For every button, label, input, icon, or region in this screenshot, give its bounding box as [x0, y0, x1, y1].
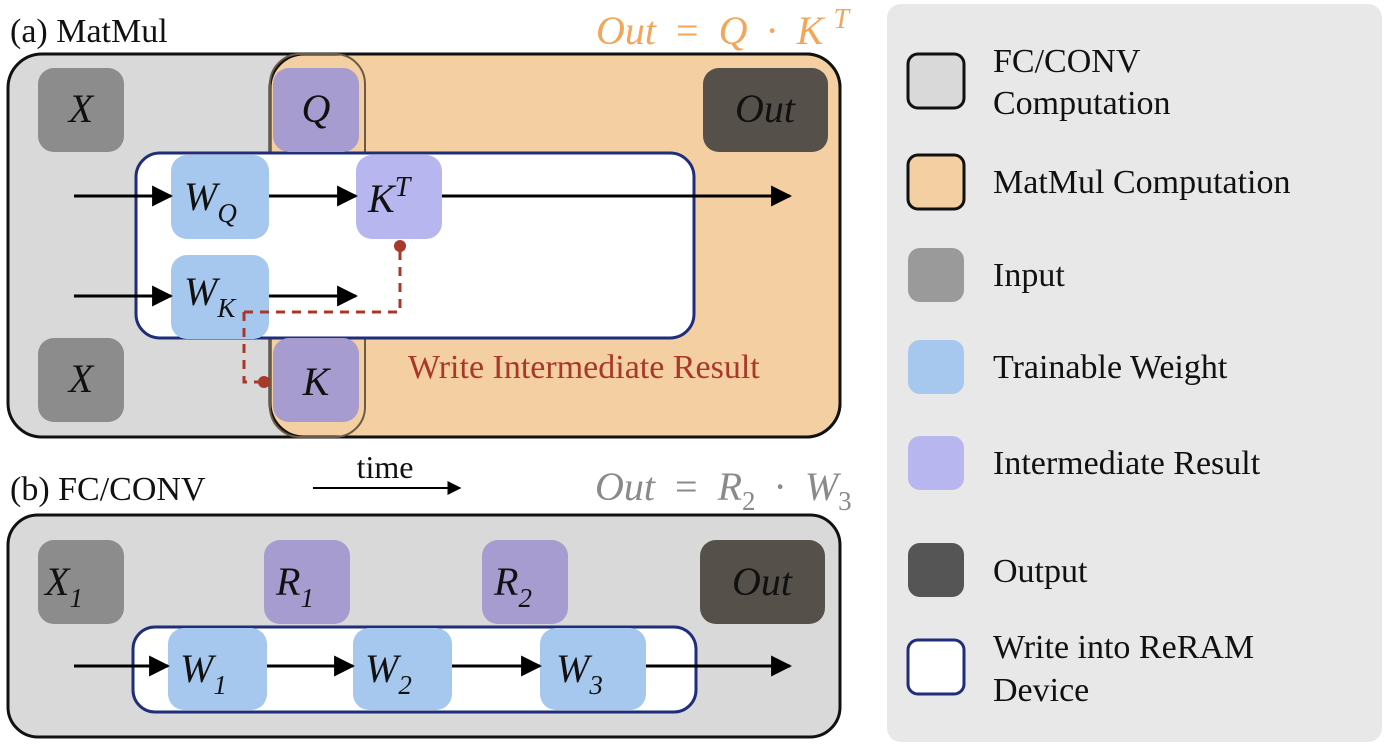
weight-w3-base: W	[556, 646, 593, 691]
intermediate-kt-sup: T	[395, 172, 413, 203]
panel-b-formula: Out = R2 · W3	[595, 464, 852, 519]
output-node-b	[700, 540, 825, 624]
weight-wk-base: W	[184, 269, 221, 314]
panel-a-formula: Out = Q · K T	[596, 4, 851, 53]
weight-w1	[168, 628, 267, 710]
legend-label-intermediate: Intermediate Result	[993, 445, 1261, 482]
formula-b-r-sub: 2	[742, 486, 756, 516]
formula-a-q: Q	[719, 8, 748, 53]
write-dot-kt	[394, 240, 406, 252]
legend-swatch-fc	[906, 52, 966, 110]
legend-swatch-reram	[906, 638, 966, 696]
formula-b-dot: ·	[774, 464, 787, 509]
reram-box-a	[134, 151, 696, 340]
legend-swatch-output	[908, 543, 964, 597]
legend-label-weight: Trainable Weight	[993, 349, 1228, 386]
legend-swatch-weight	[908, 340, 964, 394]
legend-panel	[887, 4, 1382, 742]
weight-wk-label: WK	[184, 269, 237, 323]
legend-label-reram-line2: Device	[993, 672, 1089, 709]
formula-b-r: R	[717, 464, 742, 509]
q-node-label: Q	[302, 86, 331, 131]
legend-label-input: Input	[993, 257, 1065, 294]
weight-w2-label: W2	[365, 646, 412, 700]
formula-b-w: W	[805, 464, 842, 509]
legend-label-reram-line1: Write into ReRAM	[993, 629, 1254, 666]
write-dot-k	[258, 376, 270, 388]
k-node	[273, 338, 359, 422]
weight-wq-base: W	[184, 174, 221, 219]
weight-wk-sub: K	[216, 293, 237, 323]
time-label: time	[357, 449, 414, 485]
intermediate-r2-label: R2	[493, 559, 532, 613]
write-path-kt	[244, 246, 402, 314]
weight-w1-label: W1	[180, 646, 227, 700]
weight-w3-label: W3	[556, 646, 603, 700]
write-path-k	[242, 312, 264, 384]
weight-w1-base: W	[180, 646, 217, 691]
k-node-label: K	[302, 359, 332, 404]
weight-w3	[540, 628, 646, 710]
input-x1	[38, 540, 124, 624]
legend-label-output: Output	[993, 553, 1088, 590]
input-x-bottom	[38, 338, 124, 422]
output-node-a	[703, 68, 828, 152]
input-x-bottom-label: X	[67, 356, 95, 401]
input-x-top	[38, 68, 124, 152]
panel-a-label: (a) MatMul	[10, 13, 168, 50]
weight-w2-sub: 2	[398, 670, 412, 700]
weight-w2-base: W	[365, 646, 402, 691]
intermediate-r1-sub: 1	[300, 583, 314, 613]
legend-swatch-input	[908, 248, 964, 302]
write-annotation: Write Intermediate Result	[408, 349, 760, 386]
formula-b-w-sub: 3	[838, 486, 852, 516]
intermediate-r2-base: R	[493, 559, 518, 604]
weight-w2	[353, 628, 452, 710]
input-x1-sub: 1	[69, 583, 83, 613]
formula-a-dot: ·	[765, 8, 778, 53]
panel-b-label: (b) FC/CONV	[10, 471, 206, 508]
intermediate-r1-base: R	[275, 559, 300, 604]
intermediate-kt	[356, 155, 442, 239]
output-node-a-label: Out	[735, 86, 796, 131]
formula-a-k: K	[796, 8, 826, 53]
input-x-top-label: X	[67, 86, 95, 131]
input-x1-label: X1	[43, 559, 83, 613]
output-node-b-label: Out	[732, 559, 793, 604]
legend-label-fc-line1: FC/CONV	[993, 43, 1141, 80]
intermediate-kt-label: KT	[367, 172, 413, 221]
formula-b-lhs: Out	[595, 464, 656, 509]
legend-label-fc-line2: Computation	[993, 85, 1171, 122]
intermediate-r1-label: R1	[275, 559, 314, 613]
weight-wq-label: WQ	[184, 174, 237, 228]
legend-swatch-matmul	[906, 153, 966, 211]
weight-w3-sub: 3	[588, 670, 603, 700]
intermediate-kt-base: K	[367, 176, 397, 221]
intermediate-r2	[482, 540, 568, 624]
weight-w1-sub: 1	[213, 670, 227, 700]
legend-swatch-intermediate	[908, 436, 964, 490]
formula-a-k-sup: T	[833, 4, 851, 35]
q-node	[273, 68, 359, 152]
legend-label-matmul: MatMul Computation	[993, 164, 1291, 201]
weight-wq-sub: Q	[217, 198, 237, 228]
formula-a-lhs: Out	[596, 8, 657, 53]
intermediate-r1	[264, 540, 350, 624]
input-x1-base: X	[43, 559, 71, 604]
formula-b-eq: =	[675, 464, 698, 509]
weight-wq	[171, 155, 269, 239]
formula-a-eq: =	[676, 8, 699, 53]
intermediate-r2-sub: 2	[518, 583, 532, 613]
